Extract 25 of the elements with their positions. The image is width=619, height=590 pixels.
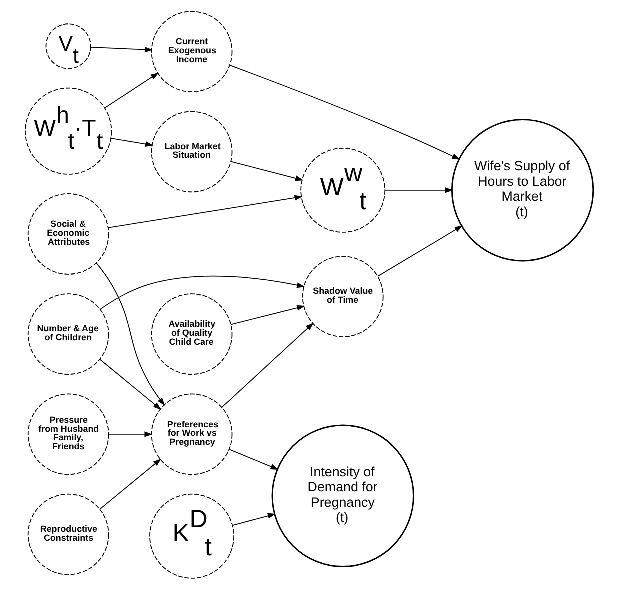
node-circle: Reproductive Constraints: [28, 494, 110, 576]
arrow: [230, 305, 306, 326]
node-circle: Intensity of Demand for Pregnancy (t): [272, 424, 414, 568]
node-circle: Social & Economic Attributes: [28, 194, 110, 275]
arrow: [230, 161, 304, 182]
arrow: [232, 513, 276, 526]
arrow: [110, 138, 154, 148]
arrow: [90, 46, 154, 53]
arrow: [377, 226, 464, 277]
arrow: [108, 195, 303, 228]
arrow: [100, 359, 162, 410]
arrow: [100, 276, 306, 310]
node-circle: Number & Age of Children: [28, 294, 110, 376]
arrow: [222, 322, 314, 408]
node-circle: Availability of Quality Child Care: [151, 294, 233, 376]
node-circle: Pressure from Husband Family, Friends: [28, 394, 110, 476]
arrow: [100, 458, 162, 510]
node-circle: Shadow Value of Time: [302, 256, 384, 338]
arrow: [108, 432, 153, 438]
arrow: [104, 72, 159, 109]
arrow: [229, 449, 279, 470]
arrow: [96, 262, 166, 406]
arrow: [230, 65, 460, 160]
arrow: [384, 188, 454, 194]
node-circle: Labor Market Situation: [151, 111, 233, 193]
